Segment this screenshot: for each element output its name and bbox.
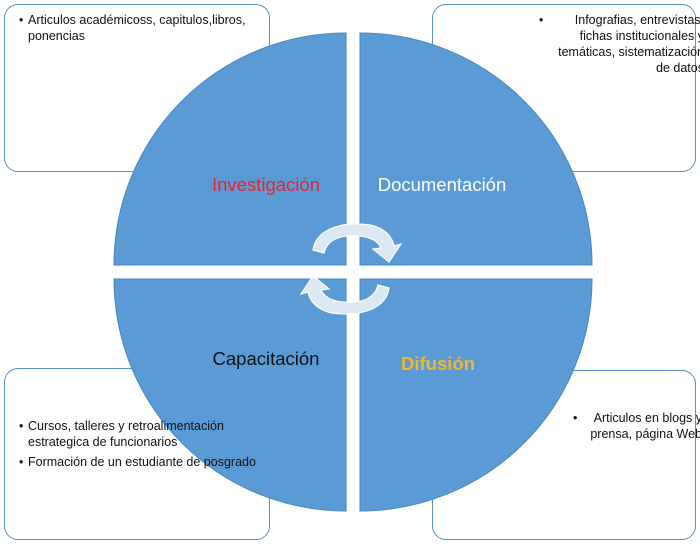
label-investigacion: Investigación	[212, 174, 320, 195]
quadrant-capacitacion	[113, 278, 347, 512]
cycle-arrow-bottom	[299, 275, 390, 315]
list-item: Articulos en blogs y prensa, página Web	[573, 410, 700, 442]
quadrant-difusion	[359, 278, 593, 512]
list-item: Formación de un estudiante de posgrado	[19, 454, 268, 470]
quadrant-investigacion	[113, 32, 347, 266]
label-documentacion: Documentación	[377, 174, 507, 195]
list-item: Articulos académicoss, capitulos,libros,…	[19, 12, 268, 44]
bottom-left-list: Cursos, talleres y retroalimentación est…	[18, 418, 268, 474]
label-difusion: Difusión	[401, 353, 475, 374]
top-left-list: Articulos académicoss, capitulos,libros,…	[18, 12, 268, 48]
quadrant-documentacion	[359, 32, 593, 266]
list-item: Cursos, talleres y retroalimentación est…	[19, 418, 268, 450]
top-right-list: Infografias, entrevistas, fichas institu…	[538, 12, 700, 80]
cycle-arrow-top	[312, 223, 403, 263]
list-item: Infografias, entrevistas, fichas institu…	[539, 12, 700, 76]
circular-arrows-icon	[299, 223, 403, 315]
label-capacitacion: Capacitación	[212, 348, 320, 369]
bottom-right-list: Articulos en blogs y prensa, página Web	[572, 410, 700, 446]
